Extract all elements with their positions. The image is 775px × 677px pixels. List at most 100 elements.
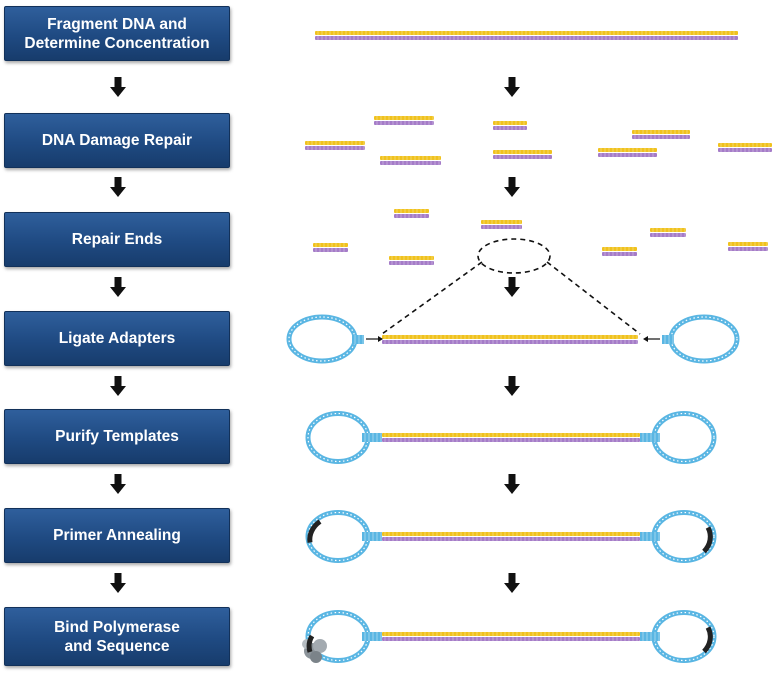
top-strand (315, 31, 738, 35)
down-arrow-icon (110, 573, 126, 593)
top-strand (598, 148, 657, 152)
bottom-strand (632, 135, 690, 139)
top-strand (632, 130, 690, 134)
arrowhead-icon (643, 336, 648, 342)
step-label: Ligate Adapters (58, 330, 176, 347)
down-arrow-icon (110, 474, 126, 494)
step-ligate-adapters: Ligate Adapters (4, 311, 230, 366)
adapter-stem-left (352, 335, 364, 344)
step-dna-damage-repair: DNA Damage Repair (4, 113, 230, 168)
template-stem-left (362, 433, 382, 442)
primer-strand (307, 519, 322, 543)
step-label: Fragment DNA and Determine Concentration (24, 15, 210, 52)
polymerase-icon (302, 634, 327, 663)
bottom-strand (382, 637, 640, 641)
top-strand (380, 156, 441, 160)
top-strand (394, 209, 429, 213)
dna-fragment (374, 116, 434, 125)
bottom-strand (382, 537, 640, 541)
down-arrow-icon (504, 573, 520, 593)
step-purify-templates: Purify Templates (4, 409, 230, 464)
repaired-fragment (650, 228, 686, 237)
template-loop-right (651, 411, 717, 464)
template-stem-right (640, 632, 660, 641)
down-arrow-icon (110, 277, 126, 297)
step-repair-ends: Repair Ends (4, 212, 230, 267)
template-stem-left (362, 632, 382, 641)
bottom-strand (650, 233, 686, 237)
dna-fragment (598, 148, 657, 157)
down-arrow-icon (504, 277, 520, 297)
bottom-strand (602, 252, 637, 256)
insert-dna (382, 335, 638, 344)
top-strand (382, 532, 640, 536)
repaired-fragment (602, 247, 637, 256)
dna-fragment (718, 143, 772, 152)
dna-fragment (493, 150, 552, 159)
bottom-strand (493, 126, 527, 130)
step-label: Bind Polymerase and Sequence (54, 618, 180, 655)
top-strand (382, 632, 640, 636)
down-arrow-icon (504, 474, 520, 494)
down-arrow-icon (110, 376, 126, 396)
top-strand (382, 335, 638, 339)
template-loop-left (305, 411, 371, 464)
step-label: Repair Ends (71, 231, 163, 248)
top-strand (602, 247, 637, 251)
zoom-line-right (546, 261, 641, 335)
primer-strand (306, 634, 315, 653)
down-arrow-icon (504, 177, 520, 197)
template-loop-left (305, 510, 371, 563)
primer-strand (702, 626, 713, 654)
top-strand (650, 228, 686, 232)
top-strand (728, 242, 768, 246)
adapter-stem-right (662, 335, 674, 344)
step-bind-polymerase: Bind Polymerase and Sequence (4, 607, 230, 666)
down-arrow-icon (110, 177, 126, 197)
bottom-strand (493, 155, 552, 159)
zoom-callout (477, 238, 551, 274)
bottom-strand (382, 438, 640, 442)
step-fragment-dna: Fragment DNA and Determine Concentration (4, 6, 230, 61)
bottom-strand (313, 248, 348, 252)
dna-fragment (493, 121, 527, 130)
template-insert (382, 632, 640, 641)
adapter-loop-right (668, 314, 740, 364)
bottom-strand (394, 214, 429, 218)
adapter-loop-left (286, 314, 358, 364)
step-label: Purify Templates (55, 428, 179, 445)
bottom-strand (728, 247, 768, 251)
repaired-fragment (728, 242, 768, 251)
step-primer-annealing: Primer Annealing (4, 508, 230, 563)
template-insert (382, 433, 640, 442)
bottom-strand (382, 340, 638, 344)
bottom-strand (380, 161, 441, 165)
down-arrow-icon (504, 376, 520, 396)
top-strand (493, 121, 527, 125)
template-stem-right (640, 433, 660, 442)
repaired-fragment (389, 256, 434, 265)
zoom-line-left (381, 261, 483, 335)
step-label: Primer Annealing (53, 527, 181, 544)
top-strand (382, 433, 640, 437)
template-loop-right (651, 510, 717, 563)
template-stem-right (640, 532, 660, 541)
top-strand (493, 150, 552, 154)
bottom-strand (315, 36, 738, 40)
down-arrow-icon (110, 77, 126, 97)
primer-strand (702, 526, 713, 554)
template-insert (382, 532, 640, 541)
genomic-dna (315, 31, 738, 40)
template-stem-left (362, 532, 382, 541)
template-loop-right (651, 610, 717, 663)
down-arrow-icon (504, 77, 520, 97)
step-label: DNA Damage Repair (41, 132, 193, 149)
arrowhead-icon (378, 336, 383, 342)
dna-fragment (380, 156, 441, 165)
dna-fragment (305, 141, 365, 150)
repaired-fragment (481, 220, 522, 229)
dna-fragment (632, 130, 690, 139)
bottom-strand (598, 153, 657, 157)
repaired-fragment (313, 243, 348, 252)
